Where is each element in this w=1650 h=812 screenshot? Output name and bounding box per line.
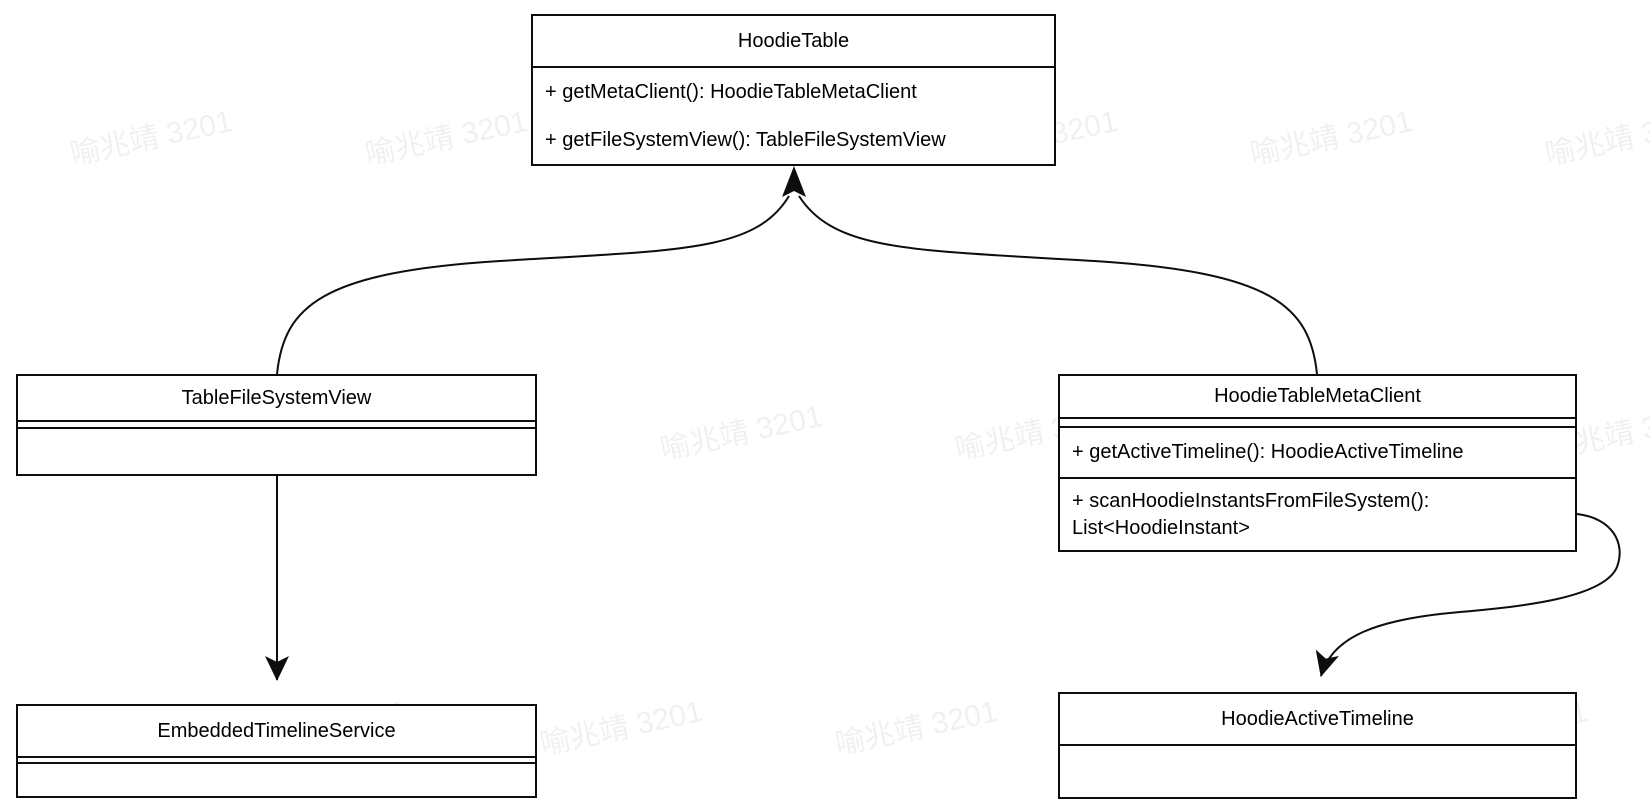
class-methods-compartment bbox=[18, 427, 535, 474]
method-scanhoodieinstantsfromfilesystem: + scanHoodieInstantsFromFileSystem(): Li… bbox=[1072, 489, 1430, 539]
class-fields-compartment bbox=[18, 756, 535, 762]
class-embeddedtimelineservice[interactable]: EmbeddedTimelineService bbox=[16, 704, 537, 798]
class-hoodietablemetaclient[interactable]: HoodieTableMetaClient + getActiveTimelin… bbox=[1058, 374, 1577, 552]
watermark-text: 喻兆靖 3201 bbox=[67, 104, 236, 172]
class-methods-compartment bbox=[18, 762, 535, 796]
class-methods-compartment: + getActiveTimeline(): HoodieActiveTimel… bbox=[1060, 426, 1575, 477]
class-title: HoodieTable bbox=[737, 29, 850, 52]
class-title: HoodieTableMetaClient bbox=[1214, 385, 1421, 407]
watermark-text: 喻兆靖 3201 bbox=[362, 104, 531, 172]
class-fields-compartment bbox=[1060, 417, 1575, 426]
class-title: TableFileSystemView bbox=[181, 386, 372, 409]
watermark-text: 喻兆靖 3201 bbox=[832, 694, 1001, 762]
watermark-text: 喻兆靖 3201 bbox=[1542, 104, 1650, 172]
method-getmetaclient: + getMetaClient(): HoodieTableMetaClient bbox=[545, 80, 917, 103]
method-getfilesystemview: + getFileSystemView(): TableFileSystemVi… bbox=[545, 128, 946, 151]
class-hoodietable[interactable]: HoodieTable + getMetaClient(): HoodieTab… bbox=[531, 14, 1056, 166]
watermark-text: 喻兆靖 3201 bbox=[657, 399, 826, 467]
class-hoodieactivetimeline[interactable]: HoodieActiveTimeline bbox=[1058, 692, 1577, 799]
class-title: HoodieActiveTimeline bbox=[1221, 707, 1414, 730]
class-methods-compartment: + scanHoodieInstantsFromFileSystem(): Li… bbox=[1060, 477, 1575, 550]
method-getactivetimeline: + getActiveTimeline(): HoodieActiveTimel… bbox=[1072, 441, 1464, 463]
class-tablefilesystemview[interactable]: TableFileSystemView bbox=[16, 374, 537, 476]
class-methods-compartment bbox=[1060, 744, 1575, 797]
class-fields-compartment bbox=[18, 420, 535, 427]
watermark-text: 喻兆靖 3201 bbox=[1247, 104, 1416, 172]
class-methods-compartment: + getMetaClient(): HoodieTableMetaClient… bbox=[533, 66, 1054, 164]
watermark-text: 喻兆靖 3201 bbox=[537, 694, 706, 762]
class-title: EmbeddedTimelineService bbox=[157, 719, 396, 742]
